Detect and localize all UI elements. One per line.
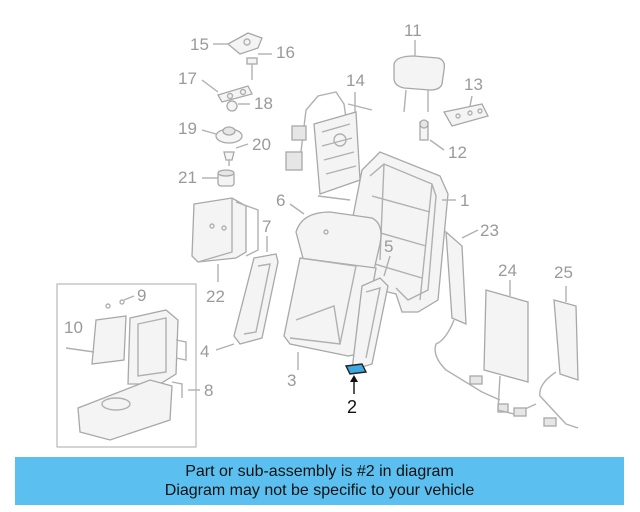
callout-6: 6 — [276, 191, 285, 210]
part-2 — [344, 363, 368, 375]
banner-line-1: Part or sub-assembly is #2 in diagram — [185, 463, 454, 480]
part-16 — [246, 57, 258, 80]
part-19 — [215, 126, 243, 144]
callout-8: 8 — [204, 381, 213, 400]
callout-20: 20 — [252, 135, 271, 154]
part-6 — [295, 211, 382, 271]
callout-16: 16 — [276, 43, 295, 62]
part-9 — [91, 299, 127, 365]
part-17 — [217, 85, 253, 103]
part-20 — [223, 151, 235, 166]
part-11 — [393, 55, 446, 113]
callout-10: 10 — [64, 318, 83, 337]
part-25 — [539, 299, 579, 429]
part-21 — [217, 169, 235, 187]
part-18 — [226, 100, 238, 112]
callout-5: 5 — [384, 237, 393, 256]
part-12 — [419, 119, 429, 141]
callout-18: 18 — [254, 94, 273, 113]
part-24 — [483, 289, 537, 417]
part-7 — [233, 253, 279, 345]
callout-19: 19 — [178, 119, 197, 138]
callout-13: 13 — [464, 75, 483, 94]
callout-22: 22 — [206, 287, 225, 306]
callout-11: 11 — [404, 21, 422, 40]
banner-line-2: Diagram may not be specific to your vehi… — [164, 482, 475, 499]
callout-7: 7 — [262, 217, 271, 236]
callout-2: 2 — [347, 397, 357, 417]
info-banner: Part or sub-assembly is #2 in diagram Di… — [15, 457, 624, 505]
part-13 — [442, 103, 489, 127]
callout-24: 24 — [498, 261, 517, 280]
part-15 — [226, 32, 263, 55]
callout-15: 15 — [190, 35, 209, 54]
callout-12: 12 — [448, 143, 467, 162]
callout-25: 25 — [554, 263, 573, 282]
callout-4: 4 — [200, 342, 209, 361]
callout-21: 21 — [178, 168, 197, 187]
callout-14: 14 — [346, 71, 365, 90]
part-3 — [283, 257, 377, 357]
part-22 — [191, 197, 259, 263]
callout-1: 1 — [460, 191, 469, 210]
parts-diagram: 15 16 17 18 19 20 21 — [56, 21, 579, 448]
callout-17: 17 — [178, 69, 197, 88]
part-23 — [434, 230, 509, 413]
part-8 — [77, 309, 187, 441]
callout-23: 23 — [480, 221, 499, 240]
inset-box — [56, 283, 197, 448]
callout-3: 3 — [287, 371, 296, 390]
callout-9: 9 — [137, 286, 146, 305]
part-5 — [351, 277, 389, 371]
